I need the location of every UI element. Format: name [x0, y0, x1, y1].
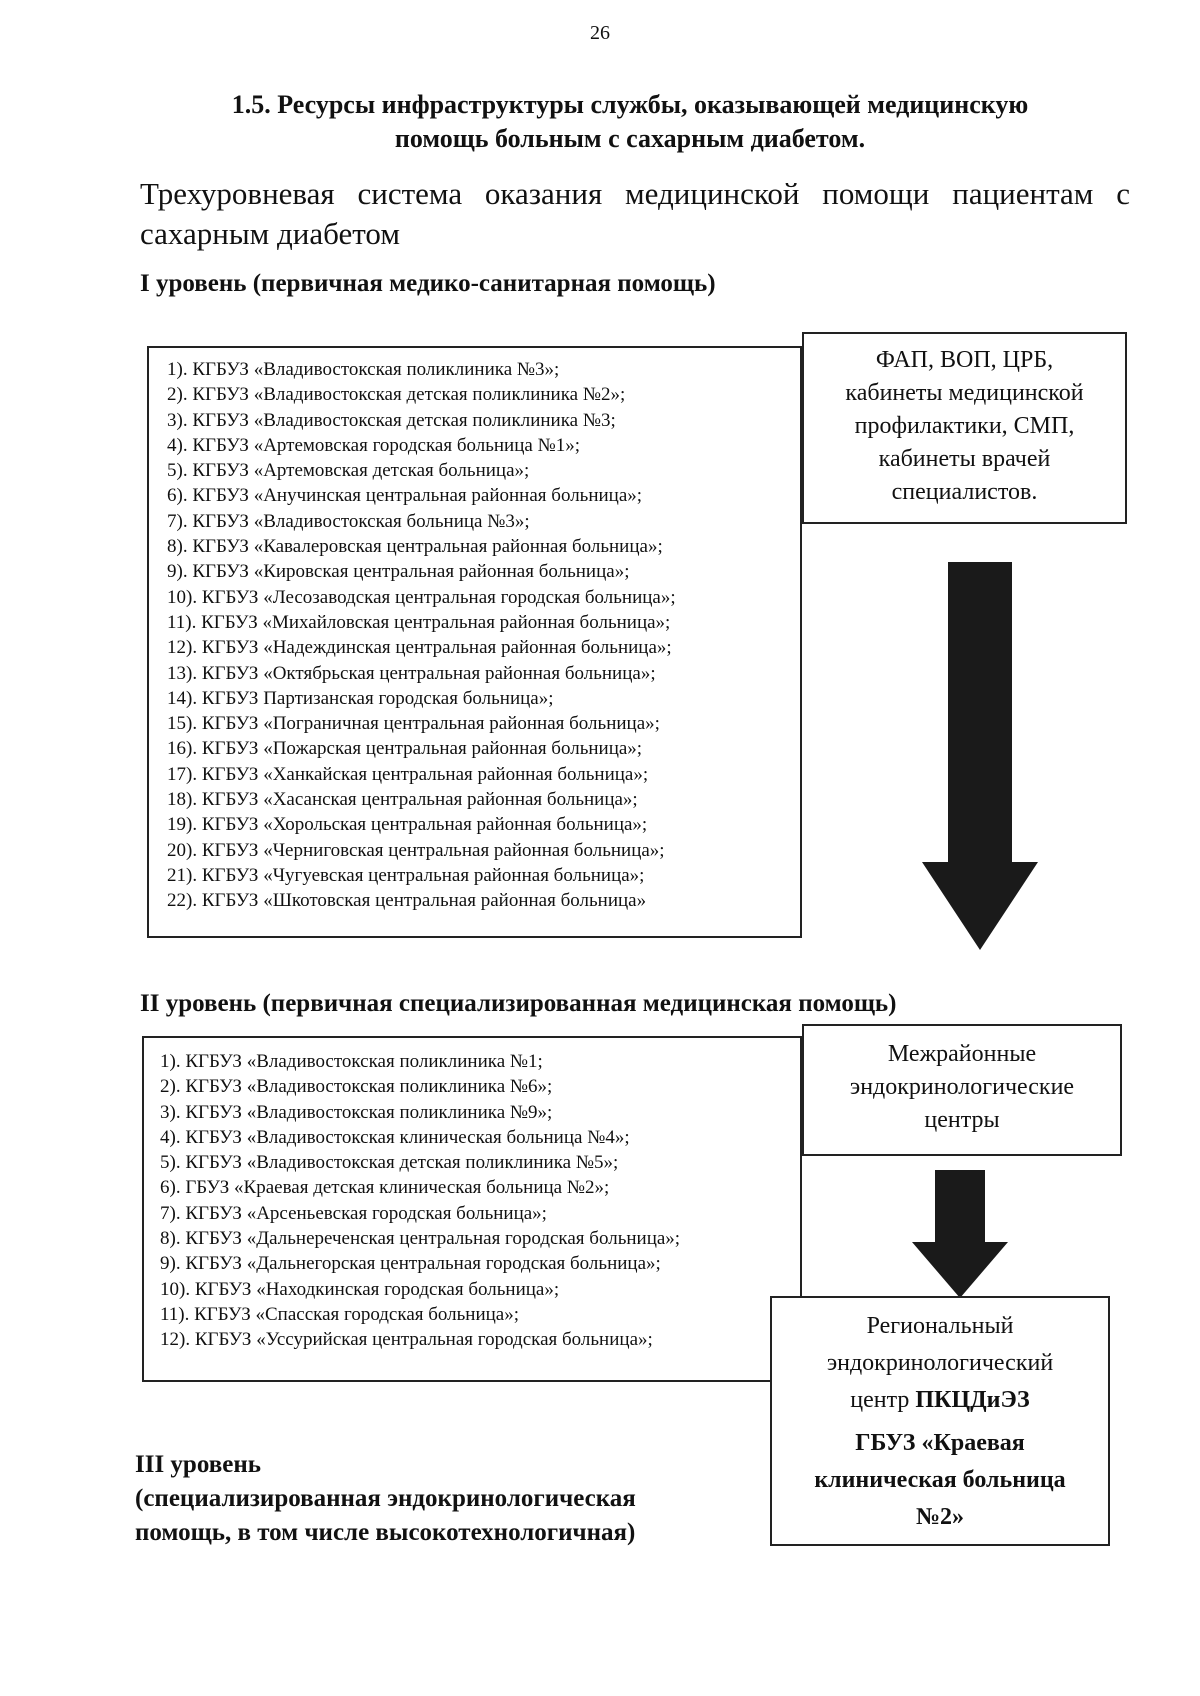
list-item: 4). КГБУЗ «Артемовская городская больниц… [167, 434, 580, 456]
level1-providers-box: ФАП, ВОП, ЦРБ, кабинеты медицинской проф… [802, 332, 1127, 524]
list-item: 18). КГБУЗ «Хасанская центральная районн… [167, 789, 638, 811]
list-item: 2). КГБУЗ «Владивостокская детская полик… [167, 384, 626, 406]
list-item: 3). КГБУЗ «Владивостокская детская полик… [167, 409, 616, 431]
list-item: 7). КГБУЗ «Арсеньевская городская больни… [160, 1202, 547, 1224]
list-item: 6). КГБУЗ «Анучинская центральная районн… [167, 485, 643, 507]
center-label: центр [850, 1387, 916, 1413]
level1-heading: I уровень (первичная медико-санитарная п… [140, 270, 716, 297]
list-item: 7). КГБУЗ «Владивостокская больница №3»; [167, 510, 530, 532]
list-item: 4). КГБУЗ «Владивостокская клиническая б… [160, 1126, 630, 1148]
level2-list: 1). КГБУЗ «Владивостокская поликлиника №… [160, 1049, 800, 1353]
list-item: 2). КГБУЗ «Владивостокская поликлиника №… [160, 1076, 553, 1098]
section-title: 1.5. Ресурсы инфраструктуры службы, оказ… [140, 88, 1120, 156]
list-item: 9). КГБУЗ «Дальнегорская центральная гор… [160, 1253, 661, 1275]
list-item: 10). КГБУЗ «Находкинская городская больн… [160, 1278, 560, 1300]
level3-heading-line3: помощь, в том числе высокотехнологичная) [135, 1519, 636, 1546]
list-item: 10). КГБУЗ «Лесозаводская центральная го… [167, 586, 676, 608]
box-line: кабинеты врачей [878, 446, 1051, 472]
level3-heading: III уровень (специализированная эндокрин… [135, 1448, 636, 1550]
list-item: 12). КГБУЗ «Надеждинская центральная рай… [167, 637, 672, 659]
list-item: 6). ГБУЗ «Краевая детская клиническая бо… [160, 1177, 610, 1199]
box-line: Межрайонные [887, 1041, 1037, 1067]
list-item: 11). КГБУЗ «Спасская городская больница»… [160, 1303, 520, 1325]
level2-centers-box: Межрайонные эндокринологические центры [802, 1024, 1122, 1156]
list-item: 14). КГБУЗ Партизанская городская больни… [167, 687, 554, 709]
hospital-name-line: ГБУЗ «Краевая [855, 1430, 1025, 1456]
box-line: Региональный [866, 1313, 1014, 1339]
box-line: профилактики, СМП, [854, 413, 1075, 439]
hospital-name-line: клиническая больница [814, 1467, 1066, 1493]
section-title-line2: помощь больным с сахарным диабетом. [394, 124, 866, 153]
list-item: 20). КГБУЗ «Черниговская центральная рай… [167, 839, 665, 861]
list-item: 1). КГБУЗ «Владивостокская поликлиника №… [160, 1051, 543, 1072]
list-item: 8). КГБУЗ «Кавалеровская центральная рай… [167, 536, 663, 558]
list-item: 5). КГБУЗ «Артемовская детская больница»… [167, 460, 530, 482]
list-item: 15). КГБУЗ «Пограничная центральная райо… [167, 713, 660, 735]
list-item: 19). КГБУЗ «Хорольская центральная район… [167, 814, 648, 836]
level3-heading-line1: III уровень [135, 1451, 261, 1478]
level1-list: 1). КГБУЗ «Владивостокская поликлиника №… [167, 357, 800, 914]
list-item: 5). КГБУЗ «Владивостокская детская полик… [160, 1152, 619, 1174]
list-item: 17). КГБУЗ «Ханкайская центральная район… [167, 763, 649, 785]
box-line: центры [924, 1107, 1000, 1133]
document-subtitle: Трехуровневая система оказания медицинск… [140, 176, 1130, 251]
list-item: 12). КГБУЗ «Уссурийская центральная горо… [160, 1329, 653, 1351]
box-line: эндокринологические [849, 1074, 1075, 1100]
box-line: кабинеты медицинской [845, 380, 1084, 406]
arrow-down-small [910, 1170, 1010, 1300]
list-item: 22). КГБУЗ «Шкотовская центральная район… [167, 890, 647, 912]
list-item: 13). КГБУЗ «Октябрьская центральная райо… [167, 662, 656, 684]
level3-heading-line2: (специализированная эндокринологическая [135, 1485, 636, 1512]
hospital-name-line: №2» [915, 1504, 965, 1530]
list-item: 9). КГБУЗ «Кировская центральная районна… [167, 561, 630, 583]
list-item: 21). КГБУЗ «Чугуевская центральная район… [167, 864, 645, 886]
level2-heading: II уровень (первичная специализированная… [140, 990, 897, 1017]
box-line: центр ПКЦДиЭЗ [772, 1382, 1108, 1419]
level3-regional-center-box: Региональный эндокринологический центр П… [770, 1296, 1110, 1546]
arrow-down-large [920, 562, 1040, 952]
box-line: ФАП, ВОП, ЦРБ, [875, 347, 1054, 373]
section-title-line1: 1.5. Ресурсы инфраструктуры службы, оказ… [231, 90, 1029, 119]
page-number: 26 [590, 22, 610, 44]
center-abbreviation: ПКЦДиЭЗ [915, 1387, 1030, 1413]
box-line: специалистов. [891, 479, 1038, 505]
list-item: 8). КГБУЗ «Дальнереченская центральная г… [160, 1228, 681, 1250]
box-line: эндокринологический [826, 1350, 1054, 1376]
list-item: 1). КГБУЗ «Владивостокская поликлиника №… [167, 359, 560, 380]
level1-list-box: 1). КГБУЗ «Владивостокская поликлиника №… [147, 346, 802, 938]
level2-list-box: 1). КГБУЗ «Владивостокская поликлиника №… [142, 1036, 802, 1382]
list-item: 16). КГБУЗ «Пожарская центральная районн… [167, 738, 643, 760]
list-item: 11). КГБУЗ «Михайловская центральная рай… [167, 611, 671, 633]
list-item: 3). КГБУЗ «Владивостокская поликлиника №… [160, 1101, 553, 1123]
